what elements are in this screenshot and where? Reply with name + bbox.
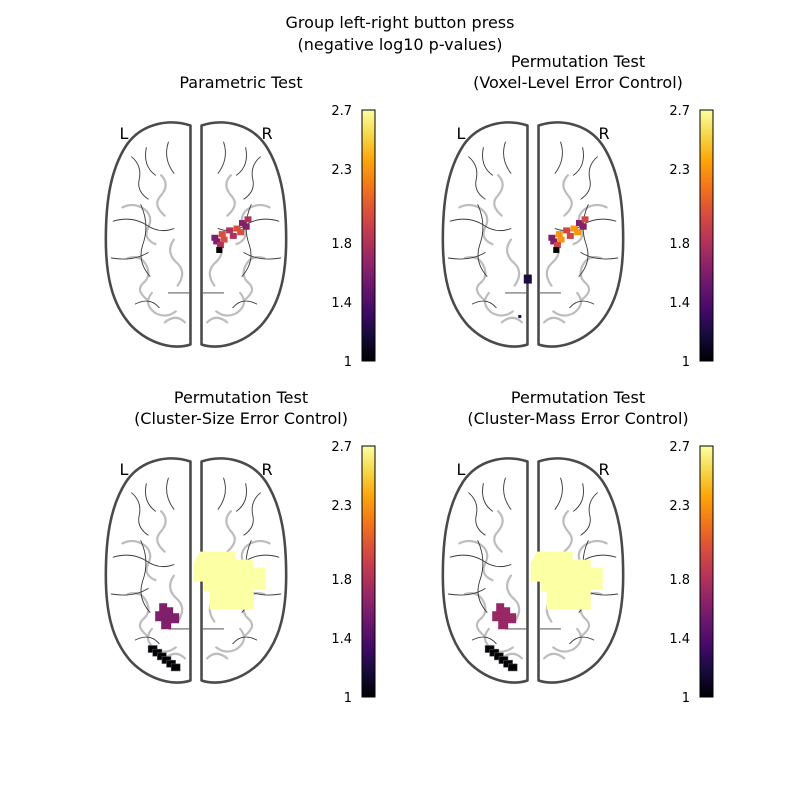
panel-1: L R 1 1.4 1.8 2.3 2.7 [104,104,376,370]
cluster-1 [211,216,252,253]
colorbar-tick-label: 2.3 [331,163,352,178]
orientation-label-left: L [457,460,466,479]
panel-4-title-line1: Permutation Test [510,388,646,407]
colorbar [699,109,714,362]
colorbar-tick-label: 2.7 [331,104,352,119]
cluster-1 [530,551,603,610]
panel-3-title-line2: (Cluster-Size Error Control) [134,409,348,428]
colorbar-tick-label: 2.7 [669,440,690,455]
colorbar-tick-label: 1 [682,355,690,370]
panel-4-title-line2: (Cluster-Mass Error Control) [467,409,689,428]
cluster-2 [492,603,517,630]
cluster-2 [155,603,180,630]
orientation-label-right: R [598,460,609,479]
orientation-label-left: L [457,124,466,143]
colorbar-tick-label: 1.4 [669,632,690,647]
panel-3: L R 1 1.4 1.8 2.3 2.7 [104,440,376,706]
panel-2: L R 1 1.4 1.8 2.3 2.7 [441,104,714,370]
orientation-label-right: R [598,124,609,143]
colorbar-tick-label: 1.4 [669,296,690,311]
orientation-label-left: L [120,460,129,479]
colorbar-tick-label: 2.3 [669,163,690,178]
colorbar-tick-label: 1.8 [669,573,690,588]
colorbar-tick-label: 1.8 [331,237,352,252]
colorbar-tick-label: 1 [344,355,352,370]
colorbar-tick-label: 1.4 [331,296,352,311]
cluster-1 [548,216,589,253]
colorbar-tick-label: 1.8 [331,573,352,588]
orientation-label-left: L [120,124,129,143]
orientation-label-right: R [261,460,272,479]
colorbar-tick-label: 1 [344,691,352,706]
colorbar [699,445,714,698]
panel-1-title: Parametric Test [179,73,303,92]
colorbar [361,109,376,362]
orientation-label-right: R [261,124,272,143]
cluster-3 [484,645,518,672]
colorbar-tick-label: 2.3 [331,499,352,514]
colorbar-tick-label: 2.3 [669,499,690,514]
colorbar-tick-label: 2.7 [669,104,690,119]
panel-2-title-line2: (Voxel-Level Error Control) [473,73,683,92]
colorbar-tick-label: 1.8 [669,237,690,252]
colorbar [361,445,376,698]
colorbar-tick-label: 2.7 [331,440,352,455]
cluster-3 [147,645,181,672]
colorbar-tick-label: 1.4 [331,632,352,647]
colorbar-tick-label: 1 [682,691,690,706]
panel-3-title-line1: Permutation Test [173,388,309,407]
figure-suptitle-line2: (negative log10 p-values) [297,35,503,54]
cluster-1 [193,551,266,610]
panel-2-title-line1: Permutation Test [510,52,646,71]
brain-outline [104,121,288,348]
brain-outline [441,121,625,348]
panel-4: L R 1 1.4 1.8 2.3 2.7 [441,440,714,706]
figure-suptitle-line1: Group left-right button press [285,13,515,32]
cluster-2 [518,274,532,319]
